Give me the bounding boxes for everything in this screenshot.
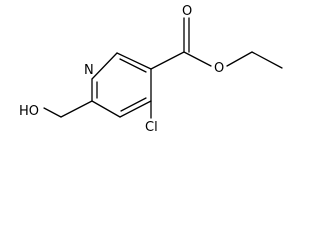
chemical-structure: N O O Cl HO [19,4,283,135]
nitrogen-label: N [84,63,94,78]
bond-ch2-ch3 [251,51,283,69]
bond-c5-c6 [91,100,121,118]
hydroxyl-label: HO [19,104,39,119]
ester-oxygen-label: O [214,61,224,76]
bond-o-ch2 [226,51,253,67]
bond-ch2-oh [43,107,62,118]
ester-group [150,17,283,70]
bond-c2-c3 [116,52,152,70]
bond-c4-c5 [119,100,152,118]
bond-c3-carbonyl [150,51,185,70]
bond-c2-c3-inner [119,58,147,73]
bond-c6-ch2 [60,100,93,118]
bond-c4-c5-inner [120,97,147,112]
hydroxymethyl-group [43,100,93,118]
bond-n-c2 [91,52,118,80]
pyridine-ring [91,52,152,118]
carbonyl-oxygen-label: O [182,4,192,19]
chlorine-label: Cl [145,120,158,135]
bond-carbonyl-o-ester [183,51,212,67]
